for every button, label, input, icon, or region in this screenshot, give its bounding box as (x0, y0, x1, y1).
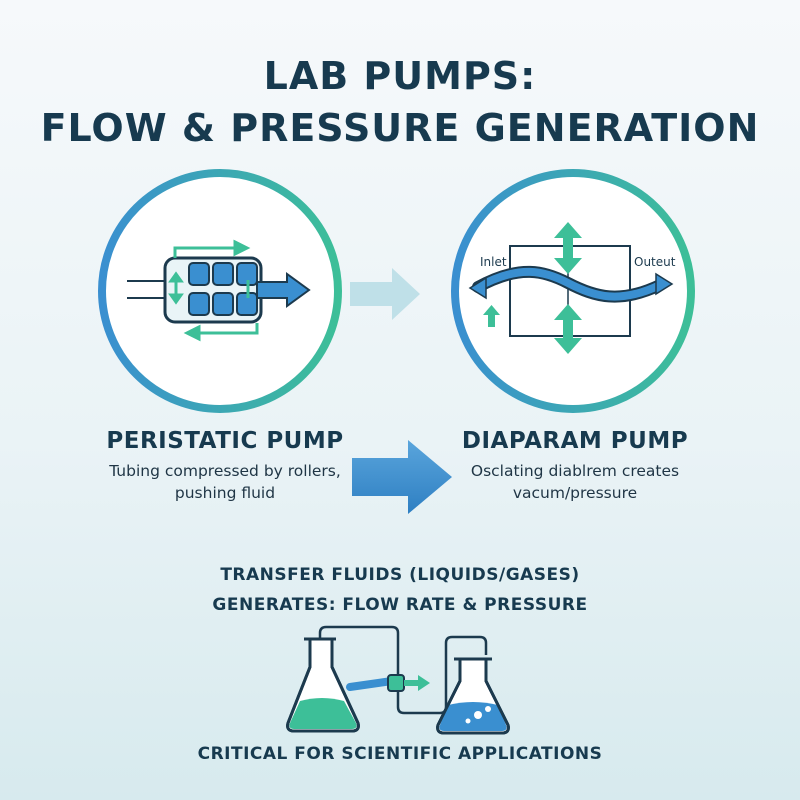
outlet-arrow-icon (655, 272, 674, 296)
diaphragm-description: Osclating diablrem creates vacum/pressur… (430, 460, 720, 504)
info-line-1: TRANSFER FLUIDS (LIQUIDS/GASES) (220, 565, 580, 585)
inlet-label: Inlet (480, 255, 507, 269)
peristaltic-desc-line-1: Tubing compressed by rollers, (109, 462, 341, 480)
flasks-illustration (286, 625, 510, 735)
small-up-arrow-icon (483, 305, 500, 327)
diaphragm-title: DIAPARAM PUMP (461, 428, 689, 454)
rollers-icon (188, 262, 258, 316)
pump-flow-arrow-icon (346, 674, 430, 692)
up-down-arrow-bottom-icon (554, 304, 582, 354)
big-flow-arrow-icon (352, 440, 452, 514)
peristaltic-pump-illustration (98, 169, 342, 413)
connecting-tube-icon (318, 625, 488, 715)
left-flask-icon (286, 637, 360, 733)
page-title: LAB PUMPS: FLOW & PRESSURE GENERATION (0, 50, 800, 154)
middle-arrow-icon (350, 268, 420, 320)
title-line-2: FLOW & PRESSURE GENERATION (40, 106, 760, 150)
diaphragm-desc-line-1: Osclating diablrem creates (470, 462, 680, 480)
up-down-arrow-top-icon (554, 222, 582, 274)
rotation-arrow-bottom-icon (183, 323, 259, 342)
rotation-arrow-top-icon (173, 239, 251, 258)
diaphragm-pump-illustration: Inlet Outeut (451, 169, 695, 413)
footer-text: CRITICAL FOR SCIENTIFIC APPLICATIONS (197, 744, 603, 764)
side-arrows-icon (168, 271, 250, 305)
right-flask-icon (436, 657, 510, 735)
peristaltic-description: Tubing compressed by rollers, pushing fl… (80, 460, 370, 504)
info-line-2: GENERATES: FLOW RATE & PRESSURE (212, 595, 588, 615)
outlet-label: Outeut (634, 255, 676, 269)
inlet-arrow-icon (468, 276, 487, 300)
peristaltic-desc-line-2: pushing fluid (174, 484, 276, 502)
diaphragm-desc-line-2: vacum/pressure (512, 484, 638, 502)
flow-out-arrow-icon (256, 272, 311, 308)
peristaltic-title: PERISTATIC PUMP (106, 428, 344, 454)
title-line-1: LAB PUMPS: (263, 54, 537, 98)
